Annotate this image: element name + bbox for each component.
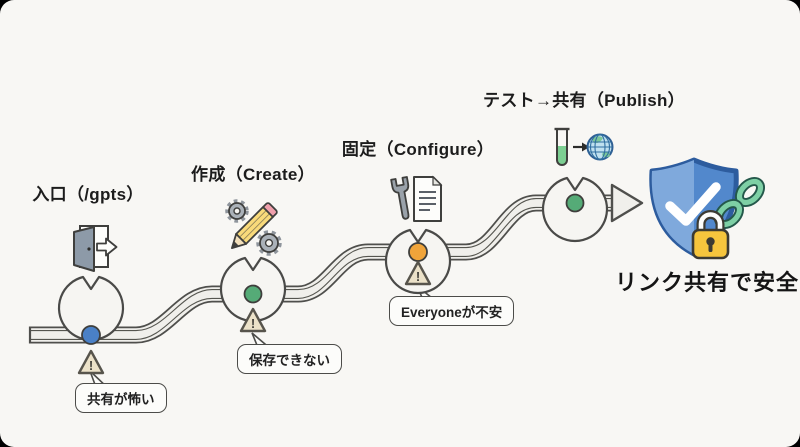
milestone-label-entry: 入口（/gpts） (32, 185, 144, 204)
pencil-icon (231, 202, 278, 249)
warning-triangle-icon: ! (239, 307, 267, 333)
warning-mark: ! (416, 269, 420, 284)
warning-mark: ! (89, 358, 93, 373)
warning-triangle-icon: ! (77, 349, 105, 375)
milestone-label-publish: テスト→共有（Publish） (483, 91, 685, 110)
chain-link-icon (714, 177, 765, 229)
milestone-dots (81, 193, 585, 345)
goal-caption: リンク共有で安全 (614, 270, 800, 295)
door-exit-icon (73, 225, 118, 272)
journey-road (30, 183, 644, 344)
warning-mark: ! (251, 316, 255, 331)
milestone-dot-configure (408, 242, 428, 262)
testtube-globe-icon (554, 127, 614, 166)
pencil-gears-icon (225, 199, 282, 256)
checkmark-icon (665, 182, 721, 226)
road-arrowhead-icon (610, 183, 644, 223)
warning-triangles: ! ! ! (77, 260, 432, 375)
milestone-label-configure: 固定（Configure） (341, 140, 495, 159)
speech-bubble-warning-2: 保存できない (237, 344, 342, 374)
milestone-dot-publish (565, 193, 585, 213)
test-tube-icon (554, 127, 570, 166)
gear-icon (256, 230, 282, 256)
gear-icon (225, 199, 249, 223)
milestone-dot-create (243, 284, 263, 304)
padlock-icon (691, 210, 730, 260)
wrench-icon (390, 176, 410, 220)
milestone-dot-entry (81, 325, 101, 345)
wrench-document-icon (390, 175, 443, 222)
speech-bubble-warning-3: Everyoneが不安 (389, 296, 515, 326)
speech-bubble-warning-1: 共有が怖い (75, 383, 167, 413)
milestone-label-create: 作成（Create） (191, 165, 315, 184)
document-icon (413, 175, 443, 222)
warning-triangle-icon: ! (404, 260, 432, 286)
goal-icon-group (649, 157, 765, 260)
globe-icon (586, 133, 614, 161)
arrow-right-icon (573, 142, 590, 152)
